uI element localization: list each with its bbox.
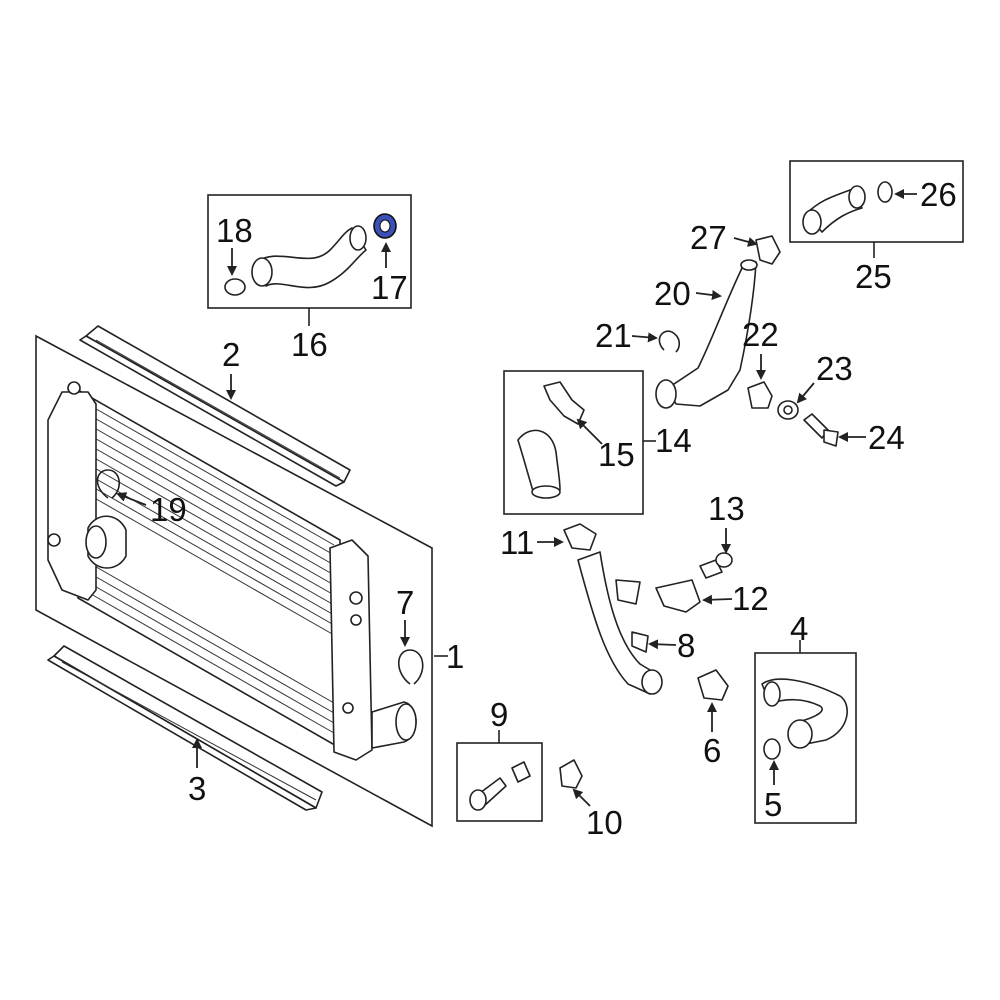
- callout-22: 22: [742, 316, 779, 353]
- callout-4: 4: [790, 610, 808, 647]
- callout-21: 21: [595, 317, 632, 354]
- sleeve-10-icon[interactable]: [559, 759, 583, 789]
- clamp-11-icon[interactable]: [563, 523, 597, 551]
- clip-7-icon[interactable]: [397, 649, 424, 685]
- clamp-15-icon[interactable]: [543, 381, 585, 425]
- intercooler-panel[interactable]: [35, 334, 433, 828]
- callout-1: 1: [446, 638, 464, 675]
- callout-10: 10: [586, 804, 623, 841]
- callout-18: 18: [216, 212, 253, 249]
- callout-24: 24: [868, 419, 905, 456]
- callout-17: 17: [371, 269, 408, 306]
- clamp-27-icon[interactable]: [755, 235, 781, 265]
- clip-19-icon[interactable]: [96, 469, 120, 499]
- callout-20: 20: [654, 275, 691, 312]
- hose-kit-14[interactable]: [503, 370, 644, 515]
- clamp-6-icon[interactable]: [697, 669, 729, 701]
- bracket-12-icon[interactable]: [655, 579, 701, 613]
- callout-12: 12: [732, 580, 769, 617]
- callout-19: 19: [150, 491, 187, 528]
- hose-kit-4[interactable]: [754, 652, 857, 824]
- washer-23-icon[interactable]: [777, 400, 799, 420]
- callout-23: 23: [816, 350, 853, 387]
- callout-9: 9: [490, 696, 508, 733]
- callout-7: 7: [396, 584, 414, 621]
- callout-11: 11: [500, 524, 534, 561]
- callout-16: 16: [291, 326, 328, 363]
- charge-pipe-20[interactable]: [655, 259, 758, 409]
- elbow-kit-25[interactable]: [789, 160, 964, 243]
- leader-lines: [116, 189, 917, 807]
- o-ring-18-icon[interactable]: [224, 278, 246, 296]
- callout-25: 25: [855, 258, 892, 295]
- callout-5: 5: [764, 786, 782, 823]
- bolt-kit-9[interactable]: [456, 742, 543, 822]
- charge-pipe-8[interactable]: [577, 551, 663, 695]
- callout-14: 14: [655, 422, 692, 459]
- hose-kit-16[interactable]: [207, 194, 412, 309]
- callout-3: 3: [188, 770, 206, 807]
- callout-13: 13: [708, 490, 745, 527]
- callout-15: 15: [598, 436, 635, 473]
- screw-13-icon[interactable]: [699, 552, 733, 579]
- callout-6: 6: [703, 732, 721, 769]
- callout-27: 27: [690, 219, 727, 256]
- clip-21-icon[interactable]: [658, 330, 681, 353]
- callout-2: 2: [222, 336, 240, 373]
- callout-26: 26: [920, 176, 957, 213]
- upper-air-guide-strip[interactable]: [79, 325, 351, 487]
- lower-air-guide-strip[interactable]: [47, 645, 323, 811]
- bolt-24-icon[interactable]: [803, 413, 839, 447]
- o-ring-5-icon[interactable]: [763, 738, 781, 760]
- callout-8: 8: [677, 627, 695, 664]
- o-ring-26-icon[interactable]: [877, 181, 893, 203]
- bushing-22-icon[interactable]: [747, 381, 773, 409]
